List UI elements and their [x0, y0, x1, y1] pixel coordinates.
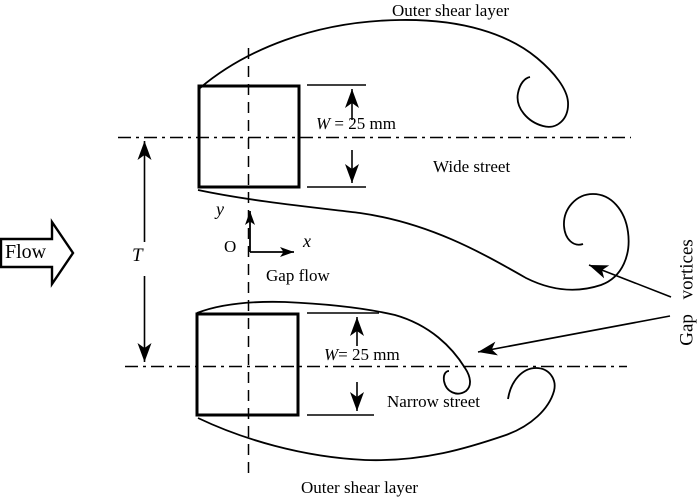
- upper-square-cylinder: [197, 84, 301, 189]
- outer-shear-layer-top-label: Outer shear layer: [392, 1, 510, 20]
- gap-vortices-leader-lower: [477, 315, 671, 356]
- gap-vortices-label: Gap vortices: [676, 239, 698, 346]
- upper-width-value: = 25 mm: [330, 114, 396, 133]
- upper-inner-shear-layer-gap-vortex-curve: [197, 189, 630, 291]
- gap-vortices-leader-upper: [588, 264, 672, 298]
- narrow-street-label: Narrow street: [387, 392, 480, 411]
- lower-inner-shear-layer-gap-vortex-curve: [196, 300, 471, 395]
- origin-label: O: [224, 237, 237, 256]
- outer-shear-layer-bottom-label: Outer shear layer: [301, 478, 419, 497]
- upper-width-symbol: W: [316, 114, 331, 133]
- lower-width-dimension-label: W= 25 mm: [324, 345, 400, 365]
- lower-width-value: = 25 mm: [338, 345, 400, 364]
- gap-flow-label: Gap flow: [266, 266, 330, 285]
- wide-street-label: Wide street: [433, 157, 511, 176]
- lower-outer-shear-layer-curve: [197, 367, 556, 462]
- spacing-t-label: T: [132, 245, 143, 266]
- upper-outer-shear-layer-curve: [199, 19, 569, 128]
- flow-label: Flow: [5, 241, 47, 263]
- lower-width-symbol: W: [324, 345, 339, 364]
- lower-square-cylinder: [195, 312, 300, 417]
- flow-block-arrow-icon: [0, 218, 75, 288]
- y-axis-label: y: [216, 199, 224, 219]
- x-axis-label: x: [303, 231, 311, 251]
- upper-width-dimension-label: W = 25 mm: [316, 114, 396, 134]
